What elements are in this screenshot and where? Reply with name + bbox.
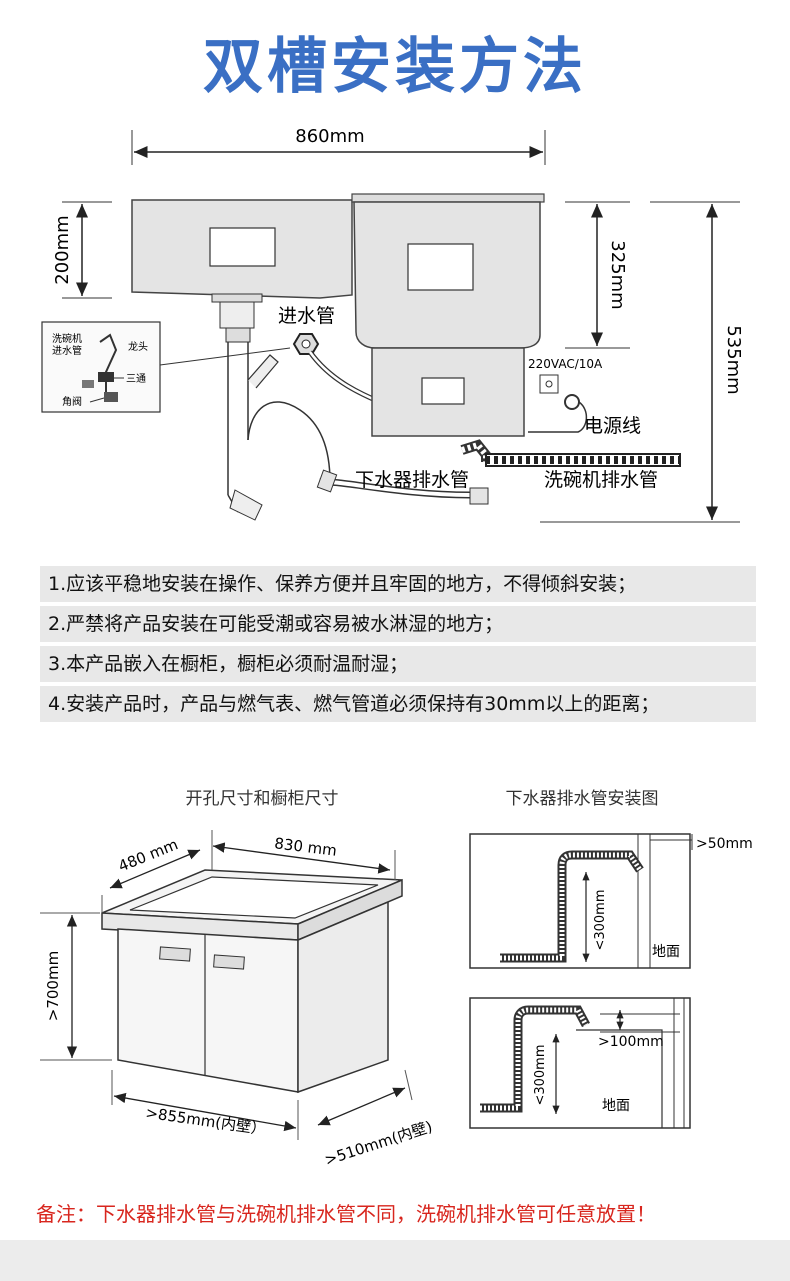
inset-dishwasher-inlet-label: 洗碗机 进水管 [52,332,85,357]
inlet-pipe-label: 进水管 [278,305,335,327]
cabinet-dim-inner-width-label: >855mm(内壁） [144,1104,267,1139]
inset-dishwasher-inlet-line2: 进水管 [52,344,82,357]
drain-top-gap-label: >50mm [696,836,753,852]
inset-box [41,321,161,413]
inset-tee-label: 三通 [126,373,146,385]
dim-right-height-label: 325mm [607,240,628,309]
power-rating-label: 220VAC/10A [528,357,603,371]
footer-remark: 备注：下水器排水管与洗碗机排水管不同，洗碗机排水管可任意放置！ [36,1202,656,1226]
note-1: 1.应该平稳地安装在操作、保养方便并且牢固的地方，不得倾斜安装； [40,566,756,602]
drain-bottom-floor-label: 地面 [602,1098,630,1114]
right-basin-label-plate [407,243,474,291]
drain-bottom-height-label: <300mm [533,1044,548,1105]
power-plug [564,394,580,410]
notes-list: 1.应该平稳地安装在操作、保养方便并且牢固的地方，不得倾斜安装； 2.严禁将产品… [40,566,756,726]
note-4: 4.安装产品时，产品与燃气表、燃气管道必须保持有30mm以上的距离； [40,686,756,722]
drain-top-height-label: <300mm [593,889,608,950]
power-socket [539,374,559,394]
cabinet-diagram: 开孔尺寸和橱柜尺寸 480 mm 830 mm >700mm >855mm(内壁… [40,789,435,1169]
cabinet-handle-right [213,954,245,970]
note-3: 3.本产品嵌入在橱柜，橱柜必须耐温耐湿； [40,646,756,682]
drain-bottom-gap-label: >100mm [598,1034,664,1050]
note-2: 2.严禁将产品安装在可能受潮或容易被水淋湿的地方； [40,606,756,642]
dim-width-label: 860mm [295,126,364,147]
inset-faucet-label: 龙头 [128,340,148,353]
dim-left-height-label: 200mm [52,215,73,284]
drain-diagram: 下水器排水管安装图 >50mm <300mm 地面 >100mm <300mm … [469,789,753,1129]
double-sink-diagram: 860mm 200mm 进水管 325mm 535mm 220VAC/10A 电… [41,126,744,523]
inset-angle-valve-label: 角阀 [62,395,82,408]
dishwasher-drain-label: 洗碗机排水管 [544,469,658,491]
sink-drain-label: 下水器排水管 [355,469,469,491]
drain-diagram-title: 下水器排水管安装图 [506,789,659,809]
left-basin-label-plate [209,227,276,267]
cabinet-dim-depth-label: 480 mm [116,835,181,875]
page-title: 双槽安装方法 [203,32,587,102]
cabinet-front [117,928,299,1093]
drain-top-floor-label: 地面 [652,944,680,960]
cabinet-dim-inner-depth-label: >510mm(内壁) [322,1117,434,1169]
inset-dishwasher-inlet-line1: 洗碗机 [52,332,82,345]
bottom-band [0,1240,790,1281]
cabinet-diagram-title: 开孔尺寸和橱柜尺寸 [186,789,339,809]
cabinet-dim-height-label: >700mm [44,951,62,1021]
dim-total-height-label: 535mm [723,325,744,394]
power-cord-label: 电源线 [584,415,641,437]
cabinet-handle-left [159,946,191,962]
